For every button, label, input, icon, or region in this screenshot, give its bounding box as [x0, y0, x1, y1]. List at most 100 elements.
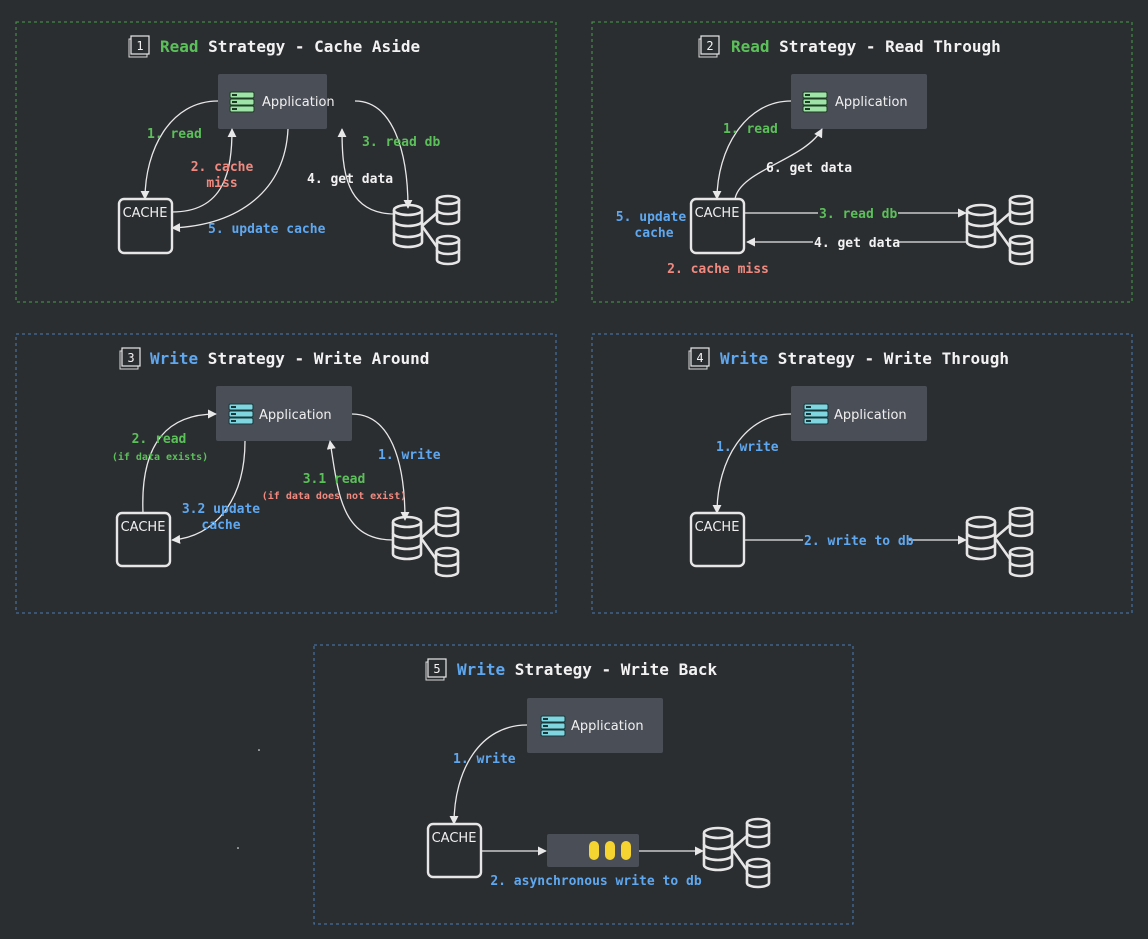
arrow-read	[712, 100, 792, 200]
title-rest: Strategy - Write Back	[505, 660, 717, 679]
panel-border	[591, 333, 1133, 614]
label-read: 2. read	[132, 432, 187, 447]
label-write: 1. write	[378, 448, 441, 463]
panel-border	[591, 21, 1133, 303]
label-update-cache: 5. update cache	[208, 222, 326, 237]
cache-node: CACHE	[426, 822, 483, 879]
panel-write-through: 4 Write Strategy - Write Through Applica…	[591, 333, 1133, 614]
label-get-data: 4. get data	[307, 172, 393, 187]
title-rest: Strategy - Cache Aside	[199, 37, 421, 56]
arrow-write	[712, 413, 792, 514]
strategy-word: Write	[457, 660, 505, 679]
cache-node: CACHE	[117, 197, 174, 255]
svg-text:Write Strategy - Write Back: Write Strategy - Write Back	[457, 660, 717, 679]
application-node: Application	[791, 74, 927, 129]
arrow-write	[351, 413, 410, 521]
arrow-update-cache	[171, 440, 246, 544]
cache-node: CACHE	[689, 511, 746, 568]
svg-text:Write Strategy - Write Through: Write Strategy - Write Through	[720, 349, 1009, 368]
svg-text:Write Strategy - Write Around: Write Strategy - Write Around	[150, 349, 429, 368]
panel-write-around: 3 Write Strategy - Write Around Applicat…	[15, 333, 557, 614]
label-write: 1. write	[716, 440, 779, 455]
stray-dot	[258, 749, 260, 751]
panel-title: 3 Write Strategy - Write Around	[119, 347, 429, 370]
panel-number: 4	[696, 351, 703, 365]
panel-title: 4 Write Strategy - Write Through	[688, 347, 1009, 370]
panel-number: 5	[433, 662, 440, 676]
server-icon	[540, 715, 566, 737]
database-icon	[965, 506, 1034, 578]
arrow-read-31	[326, 440, 394, 541]
cache-label: CACHE	[695, 520, 740, 535]
application-node: Application	[527, 698, 663, 753]
label-update-2: cache	[201, 518, 240, 533]
cache-node: CACHE	[689, 197, 746, 255]
queue-item	[605, 841, 615, 860]
label-read-db: 3. read db	[362, 135, 440, 150]
application-label: Application	[571, 719, 644, 734]
svg-text:Read Strategy - Cache Aside: Read Strategy - Cache Aside	[160, 37, 420, 56]
arrow-read	[140, 100, 219, 200]
panel-border	[15, 21, 557, 303]
label-read-31: 3.1 read	[303, 472, 366, 487]
server-icon	[802, 91, 828, 113]
panel-number: 2	[706, 39, 713, 53]
cache-label: CACHE	[123, 206, 168, 221]
arrow-get-data	[337, 128, 396, 215]
arrow-update-cache	[171, 128, 289, 233]
strategy-word: Write	[720, 349, 768, 368]
panel-read-through: 2 Read Strategy - Read Through Applicati…	[591, 21, 1133, 303]
strategy-word: Read	[160, 37, 199, 56]
server-icon	[803, 403, 829, 425]
cache-label: CACHE	[121, 520, 166, 535]
application-label: Application	[834, 408, 907, 423]
database-icon	[391, 506, 460, 578]
cache-label: CACHE	[432, 831, 477, 846]
panel-title: 2 Read Strategy - Read Through	[698, 35, 1001, 58]
arrow-read	[142, 409, 217, 514]
label-if-not-exists: (if data does not exist)	[262, 490, 407, 502]
queue-icon	[547, 834, 639, 867]
arrow-read-db	[354, 100, 413, 209]
arrow-cache-miss	[171, 128, 237, 213]
label-async: 2. asynchronous write to db	[490, 874, 701, 889]
svg-text:Read Strategy - Read Through: Read Strategy - Read Through	[731, 37, 1001, 56]
panel-cache-aside: 1 Read Strategy - Cache Aside Applicatio…	[15, 21, 557, 303]
application-node: Application	[218, 74, 335, 129]
label-read: 1. read	[723, 122, 778, 137]
label-update-cache-1: 5. update	[616, 210, 687, 225]
label-read-db: 3. read db	[819, 207, 897, 222]
queue-item	[589, 841, 599, 860]
application-label: Application	[259, 408, 332, 423]
label-cache-miss-1: 2. cache	[191, 160, 254, 175]
strategy-word: Read	[731, 37, 770, 56]
label-cache-miss-2: miss	[206, 176, 237, 191]
label-get-data-4: 4. get data	[814, 236, 900, 251]
stray-dot	[237, 847, 239, 849]
label-write: 1. write	[453, 752, 516, 767]
panel-number: 3	[127, 351, 134, 365]
label-if-exists: (if data exists)	[112, 451, 208, 463]
application-node: Application	[216, 386, 352, 441]
application-label: Application	[262, 95, 335, 110]
panel-border	[313, 644, 854, 925]
panel-title: 1 Read Strategy - Cache Aside	[128, 35, 420, 58]
application-node: Application	[791, 386, 927, 441]
title-rest: Strategy - Write Around	[198, 349, 429, 368]
panel-border	[15, 333, 557, 614]
cache-node: CACHE	[115, 511, 172, 568]
panel-number: 1	[136, 39, 143, 53]
cache-label: CACHE	[695, 206, 740, 221]
server-icon	[229, 91, 255, 113]
database-icon	[702, 817, 771, 889]
title-rest: Strategy - Write Through	[768, 349, 1009, 368]
label-write-db: 2. write to db	[804, 534, 914, 549]
panel-write-back: 5 Write Strategy - Write Back Applicatio…	[313, 644, 854, 925]
title-rest: Strategy - Read Through	[770, 37, 1001, 56]
arrow-write	[449, 724, 528, 825]
server-icon	[228, 403, 254, 425]
label-update-cache-2: cache	[634, 226, 673, 241]
strategy-word: Write	[150, 349, 198, 368]
